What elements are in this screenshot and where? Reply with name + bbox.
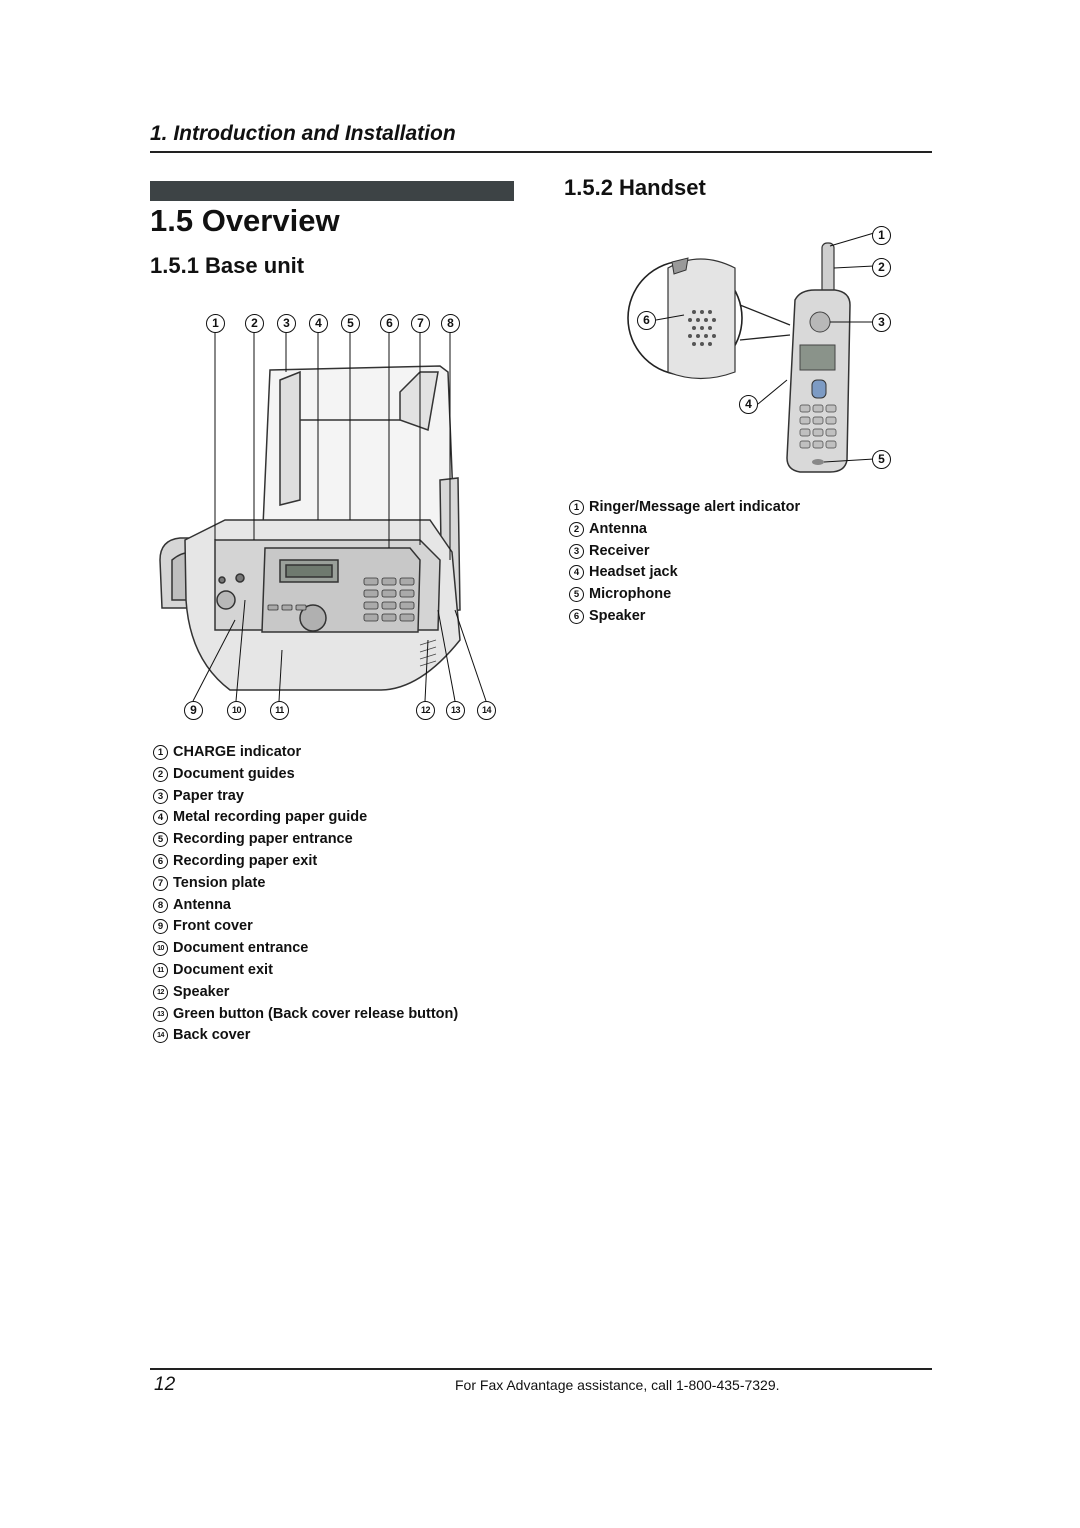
legend-label: Back cover bbox=[173, 1027, 251, 1044]
legend-label: Receiver bbox=[589, 542, 650, 559]
legend-number: 6 bbox=[569, 608, 584, 624]
legend-label: Document guides bbox=[173, 765, 295, 782]
handset-callout-2: 2 bbox=[872, 258, 891, 277]
legend-label: Speaker bbox=[589, 607, 646, 624]
base-callout-2: 2 bbox=[245, 314, 264, 333]
handset-callout-5: 5 bbox=[872, 450, 891, 469]
legend-label: CHARGE indicator bbox=[173, 744, 302, 760]
base-callout-11: 11 bbox=[270, 701, 289, 720]
legend-number: 2 bbox=[569, 521, 584, 537]
legend-label: Antenna bbox=[589, 520, 647, 537]
base-callout-13: 13 bbox=[446, 701, 465, 720]
legend-number: 8 bbox=[153, 897, 168, 913]
legend-label: Recording paper entrance bbox=[173, 831, 353, 848]
base-callout-14: 14 bbox=[477, 701, 496, 720]
base-callout-1: 1 bbox=[206, 314, 225, 333]
legend-label: Green button (Back cover release button) bbox=[173, 1005, 459, 1022]
handset-callout-4: 4 bbox=[739, 395, 758, 414]
page-number: 12 bbox=[154, 1374, 176, 1395]
legend-number: 4 bbox=[569, 565, 584, 581]
legend-number: 2 bbox=[153, 766, 168, 782]
handset-title: 1.5.2 Handset bbox=[564, 175, 706, 200]
footer-note: For Fax Advantage assistance, call 1-800… bbox=[455, 1377, 780, 1393]
legend-number: 5 bbox=[569, 587, 584, 603]
base-callout-8: 8 bbox=[441, 314, 460, 333]
legend-number: 5 bbox=[153, 832, 168, 848]
base-callout-9: 9 bbox=[184, 701, 203, 720]
base-unit-title: 1.5.1 Base unit bbox=[150, 253, 305, 278]
legend-number: 1 bbox=[153, 745, 168, 760]
legend-label: Paper tray bbox=[173, 787, 244, 804]
legend-label: Headset jack bbox=[589, 564, 678, 581]
legend-number: 3 bbox=[153, 788, 168, 804]
legend-label: Antenna bbox=[173, 896, 231, 913]
base-callout-4: 4 bbox=[309, 314, 328, 333]
legend-number: 12 bbox=[153, 984, 168, 1000]
base-callout-5: 5 bbox=[341, 314, 360, 333]
handset-callout-6: 6 bbox=[637, 311, 656, 330]
legend-label: Ringer/Message alert indicator bbox=[589, 499, 801, 515]
header-rule bbox=[150, 151, 932, 153]
handset-callout-3: 3 bbox=[872, 313, 891, 332]
legend-number: 6 bbox=[153, 853, 168, 869]
legend-label: Recording paper exit bbox=[173, 852, 318, 869]
legend-label: Document entrance bbox=[173, 940, 309, 957]
legend-label: Microphone bbox=[589, 586, 672, 603]
section-bar bbox=[150, 181, 514, 201]
base-callout-6: 6 bbox=[380, 314, 399, 333]
footer-rule bbox=[150, 1368, 932, 1370]
legend-number: 13 bbox=[153, 1006, 168, 1022]
legend-label: Tension plate bbox=[173, 874, 266, 891]
handset-callout-1: 1 bbox=[872, 226, 891, 245]
legend-label: Metal recording paper guide bbox=[173, 809, 368, 826]
legend-number: 7 bbox=[153, 875, 168, 891]
legend-number: 9 bbox=[153, 919, 168, 935]
legend-number: 1 bbox=[569, 500, 584, 515]
legend-label: Document exit bbox=[173, 961, 273, 978]
legend-number: 14 bbox=[153, 1028, 168, 1044]
legend-number: 4 bbox=[153, 810, 168, 826]
legend-number: 3 bbox=[569, 543, 584, 559]
legend-label: Front cover bbox=[173, 918, 253, 935]
section-title: 1.5 Overview bbox=[150, 203, 340, 238]
legend-number: 10 bbox=[153, 941, 168, 957]
legend-label: Speaker bbox=[173, 983, 230, 1000]
base-callout-12: 12 bbox=[416, 701, 435, 720]
base-callout-3: 3 bbox=[277, 314, 296, 333]
chapter-title: 1. Introduction and Installation bbox=[150, 122, 456, 145]
base-callout-7: 7 bbox=[411, 314, 430, 333]
base-callout-10: 10 bbox=[227, 701, 246, 720]
legend-number: 11 bbox=[153, 962, 168, 978]
